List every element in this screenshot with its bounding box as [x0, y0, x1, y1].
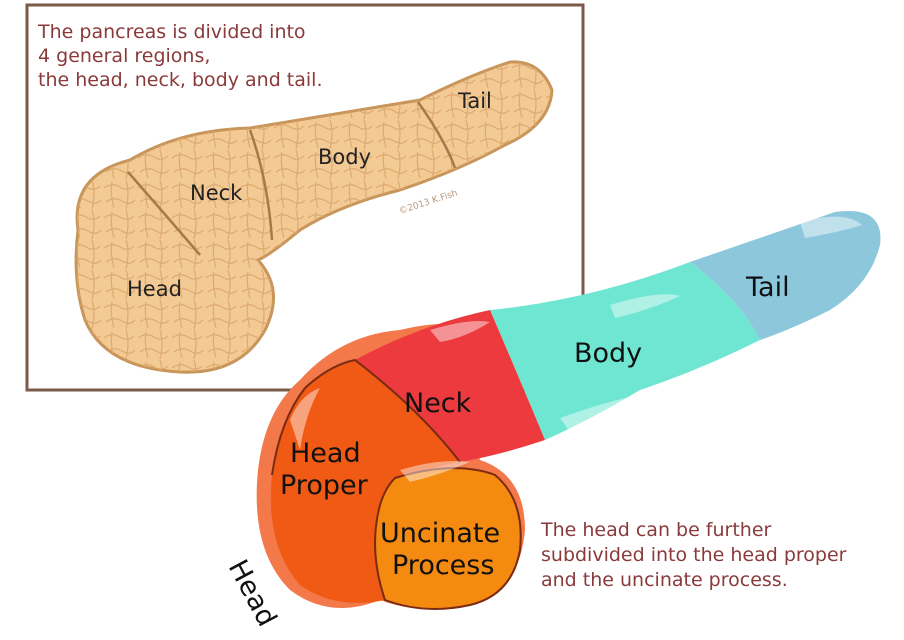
bottom-label-head-proper-1: Head [290, 438, 361, 469]
bottom-label-neck: Neck [404, 388, 472, 419]
intro-line-3: the head, neck, body and tail. [38, 69, 323, 91]
note-line-1: The head can be further [540, 519, 772, 541]
top-label-neck: Neck [190, 181, 243, 205]
bottom-label-uncinate-1: Uncinate [380, 518, 500, 549]
bottom-label-head-proper-2: Proper [280, 470, 369, 501]
note-line-3: and the uncinate process. [541, 569, 788, 591]
bottom-label-body: Body [574, 338, 642, 369]
top-label-body: Body [318, 145, 371, 169]
bottom-label-uncinate-2: Process [392, 550, 494, 581]
top-label-tail: Tail [457, 89, 492, 113]
bottom-label-tail: Tail [745, 272, 790, 303]
top-label-head: Head [127, 277, 182, 301]
intro-line-2: 4 general regions, [38, 45, 210, 67]
intro-line-1: The pancreas is divided into [37, 21, 306, 43]
note-line-2: subdivided into the head proper [541, 544, 847, 566]
